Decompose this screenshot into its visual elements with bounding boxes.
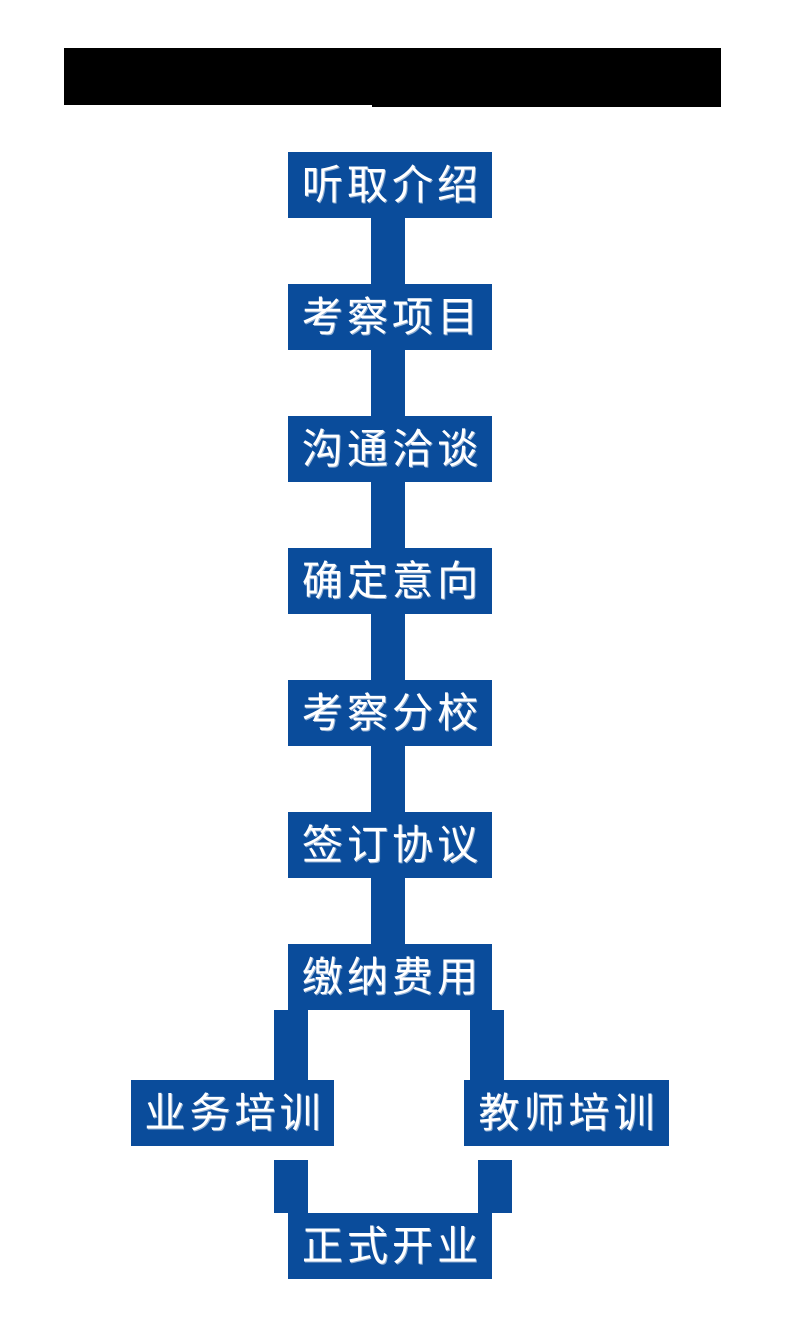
flow-node-communicate-and-negotiate[interactable]: 沟通洽谈 bbox=[288, 416, 492, 482]
connector-teacher-training-to-opening bbox=[478, 1160, 512, 1213]
redacted-title-bar-left bbox=[64, 48, 372, 105]
flow-node-official-opening[interactable]: 正式开业 bbox=[288, 1213, 492, 1279]
flow-node-inspect-project[interactable]: 考察项目 bbox=[288, 284, 492, 350]
flow-node-confirm-intention[interactable]: 确定意向 bbox=[288, 548, 492, 614]
redacted-title-bar-right bbox=[372, 48, 721, 107]
connector-step-1-to-2 bbox=[371, 218, 405, 284]
connector-step-2-to-3 bbox=[371, 350, 405, 416]
flow-node-pay-fees[interactable]: 缴纳费用 bbox=[288, 944, 492, 1010]
connector-split-to-teacher-training bbox=[470, 1010, 504, 1080]
connector-step-6-to-7 bbox=[371, 878, 405, 944]
flow-node-teacher-training[interactable]: 教师培训 bbox=[464, 1080, 669, 1146]
connector-step-4-to-5 bbox=[371, 614, 405, 680]
flow-node-inspect-branch-school[interactable]: 考察分校 bbox=[288, 680, 492, 746]
flow-node-listen-to-introduction[interactable]: 听取介绍 bbox=[288, 152, 492, 218]
flow-node-sign-agreement[interactable]: 签订协议 bbox=[288, 812, 492, 878]
connector-step-3-to-4 bbox=[371, 482, 405, 548]
connector-business-training-to-opening bbox=[274, 1160, 308, 1213]
connector-step-5-to-6 bbox=[371, 746, 405, 812]
connector-split-to-business-training bbox=[274, 1010, 308, 1080]
flow-node-business-training[interactable]: 业务培训 bbox=[131, 1080, 334, 1146]
